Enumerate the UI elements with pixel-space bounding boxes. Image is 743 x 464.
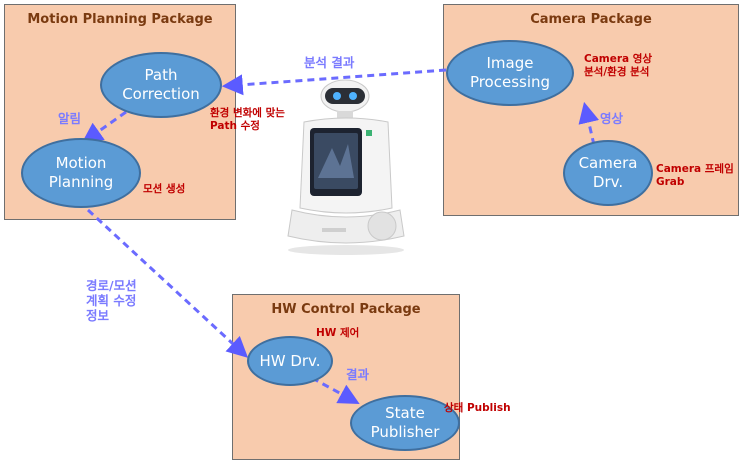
edge-hw-drv-to-state-publisher bbox=[311, 376, 360, 405]
hw-drv-node: HW Drv. bbox=[247, 336, 333, 386]
state-publisher-node: State Publisher bbox=[350, 395, 460, 451]
robot-illustration bbox=[287, 79, 405, 255]
state-publisher-note: 상태 Publish bbox=[444, 402, 511, 414]
edge-label-result: 결과 bbox=[346, 367, 370, 382]
edge-label-notify: 알림 bbox=[58, 111, 82, 126]
camera-drv-note: Camera 프레임 Grab bbox=[656, 163, 734, 188]
edge-label-analysis-result: 분석 결과 bbox=[304, 55, 355, 70]
path-correction-note: 환경 변화에 맞는 Path 수정 bbox=[210, 107, 285, 132]
hw-control-package-title: HW Control Package bbox=[271, 302, 421, 317]
image-processing-note: Camera 영상 분석/환경 분석 bbox=[584, 53, 653, 78]
hw-drv-note: HW 제어 bbox=[316, 327, 360, 339]
path-correction-node: Path Correction bbox=[100, 52, 222, 118]
motion-planning-node: Motion Planning bbox=[21, 138, 141, 208]
edge-label-path-motion-info: 경로/모션 계획 수정 정보 bbox=[86, 278, 137, 323]
motion-planning-package-title: Motion Planning Package bbox=[27, 12, 213, 27]
edge-path-correction-to-motion-planning bbox=[81, 110, 127, 144]
motion-planning-note: 모션 생성 bbox=[143, 183, 186, 195]
image-processing-node: Image Processing bbox=[446, 40, 574, 106]
camera-package-title: Camera Package bbox=[530, 12, 652, 27]
camera-drv-node: Camera Drv. bbox=[563, 140, 653, 206]
edge-image-processing-to-path-correction bbox=[221, 68, 447, 96]
edge-camera-drv-to-image-processing bbox=[578, 101, 600, 146]
edge-label-image: 영상 bbox=[600, 111, 624, 126]
